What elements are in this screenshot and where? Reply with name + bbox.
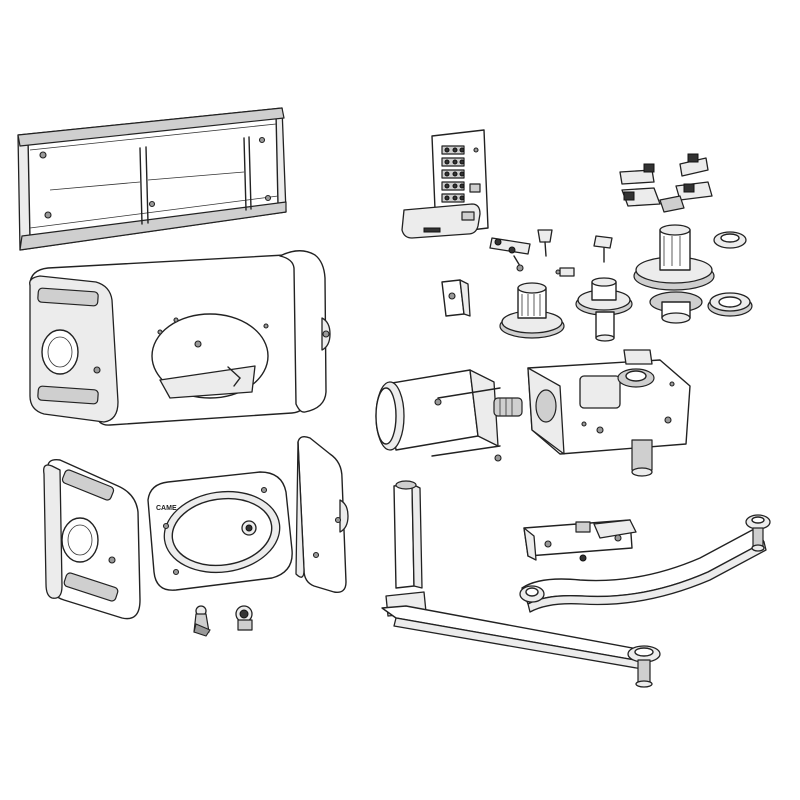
housing-end-cap [43, 459, 141, 620]
operator-housing [29, 250, 331, 426]
drive-gear-medium [575, 277, 633, 342]
brand-logo: CAME [156, 505, 177, 512]
spacer-block [441, 279, 471, 317]
lock-cylinder [235, 605, 253, 631]
drive-gear-large [633, 224, 715, 324]
mounting-rail-bracket [17, 107, 287, 251]
wiring-clips [489, 229, 613, 277]
mounting-bracket [523, 519, 637, 562]
bearing-rings [707, 231, 753, 317]
drive-gear-small [499, 282, 565, 339]
limit-switch-cams [619, 153, 713, 213]
electric-motor [375, 369, 523, 462]
release-key [193, 605, 211, 637]
gearbox [527, 349, 691, 477]
straight-arm [381, 605, 661, 688]
output-shaft [385, 480, 427, 617]
curved-arm [519, 514, 771, 613]
side-cover [295, 435, 349, 593]
cover-plate: CAME [147, 471, 293, 591]
control-terminal-board [401, 129, 489, 239]
